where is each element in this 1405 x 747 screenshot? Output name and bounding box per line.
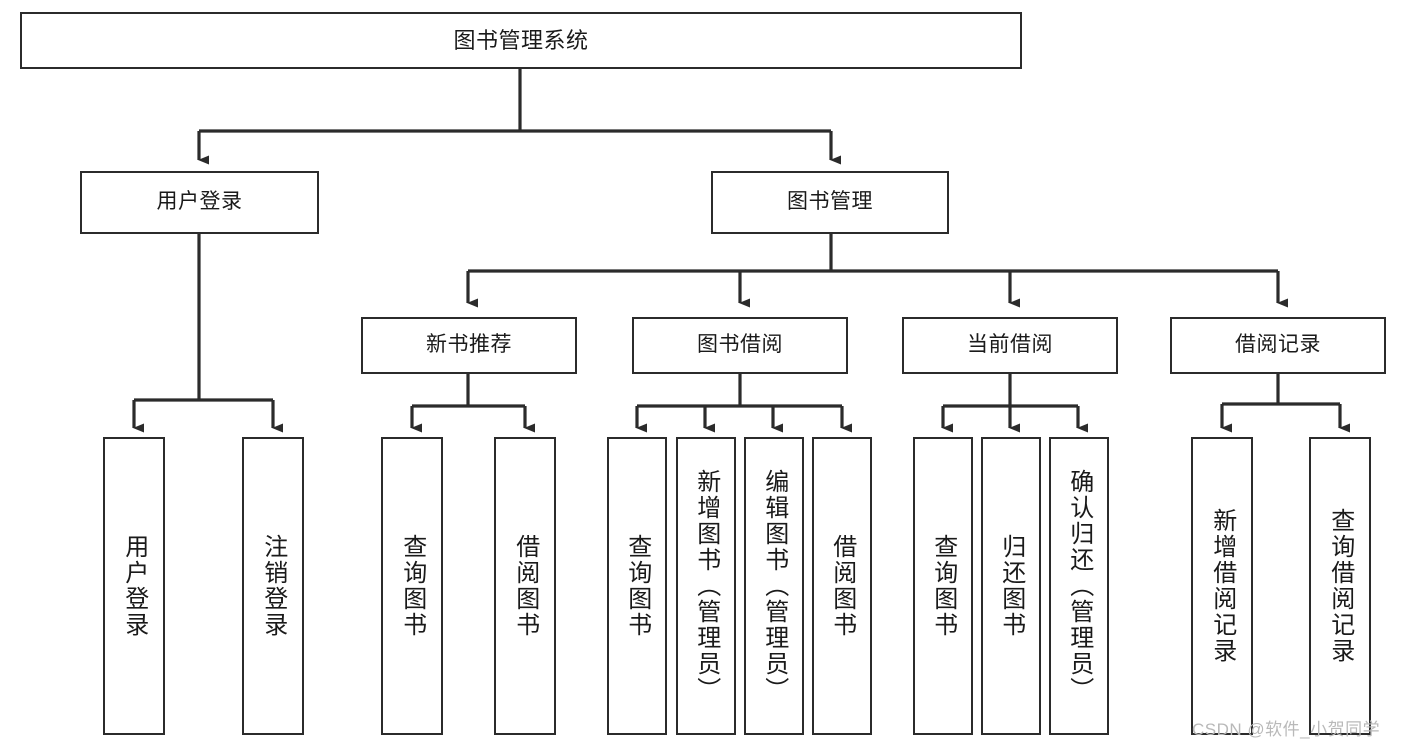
leaf-borrow-book-recommend[interactable]: 借阅图书 (494, 437, 556, 735)
leaf-add-borrow-record[interactable]: 新增借阅记录 (1191, 437, 1253, 735)
leaf-borrow-book[interactable]: 借阅图书 (812, 437, 872, 735)
node-label: 查询借阅记录 (1326, 508, 1354, 664)
node-borrow-records[interactable]: 借阅记录 (1170, 317, 1386, 374)
node-book-borrow[interactable]: 图书借阅 (632, 317, 848, 374)
node-user-login[interactable]: 用户登录 (80, 171, 319, 234)
leaf-user-login[interactable]: 用户登录 (103, 437, 165, 735)
node-label: 新增借阅记录 (1208, 508, 1236, 664)
leaf-query-borrow-record[interactable]: 查询借阅记录 (1309, 437, 1371, 735)
node-label: 确认归还（管理员） (1065, 469, 1093, 703)
leaf-return-book[interactable]: 归还图书 (981, 437, 1041, 735)
node-label: 查询图书 (623, 534, 651, 638)
csdn-watermark: CSDN @软件_小贺同学 (1192, 720, 1381, 739)
node-label: 借阅图书 (511, 534, 539, 638)
node-label: 借阅记录 (1235, 333, 1321, 357)
leaf-logout[interactable]: 注销登录 (242, 437, 304, 735)
leaf-query-book[interactable]: 查询图书 (607, 437, 667, 735)
node-label: 图书管理系统 (453, 27, 589, 53)
leaf-edit-book-admin[interactable]: 编辑图书（管理员） (744, 437, 804, 735)
node-label: 编辑图书（管理员） (760, 469, 788, 703)
node-label: 查询图书 (929, 534, 957, 638)
node-label: 查询图书 (398, 534, 426, 638)
node-label: 新增图书（管理员） (692, 469, 720, 703)
leaf-add-book-admin[interactable]: 新增图书（管理员） (676, 437, 736, 735)
node-label: 归还图书 (997, 534, 1025, 638)
node-root-system[interactable]: 图书管理系统 (20, 12, 1022, 69)
leaf-query-book-recommend[interactable]: 查询图书 (381, 437, 443, 735)
node-label: 图书借阅 (697, 333, 783, 357)
node-label: 新书推荐 (426, 333, 512, 357)
node-label: 用户登录 (120, 534, 148, 638)
node-label: 注销登录 (259, 534, 287, 638)
node-current-borrow[interactable]: 当前借阅 (902, 317, 1118, 374)
node-label: 用户登录 (156, 190, 243, 214)
node-label: 图书管理 (787, 190, 873, 214)
node-label: 当前借阅 (967, 333, 1053, 357)
leaf-confirm-return-admin[interactable]: 确认归还（管理员） (1049, 437, 1109, 735)
node-new-book-recommend[interactable]: 新书推荐 (361, 317, 577, 374)
node-book-management[interactable]: 图书管理 (711, 171, 949, 234)
leaf-query-book-current[interactable]: 查询图书 (913, 437, 973, 735)
node-label: 借阅图书 (828, 534, 856, 638)
